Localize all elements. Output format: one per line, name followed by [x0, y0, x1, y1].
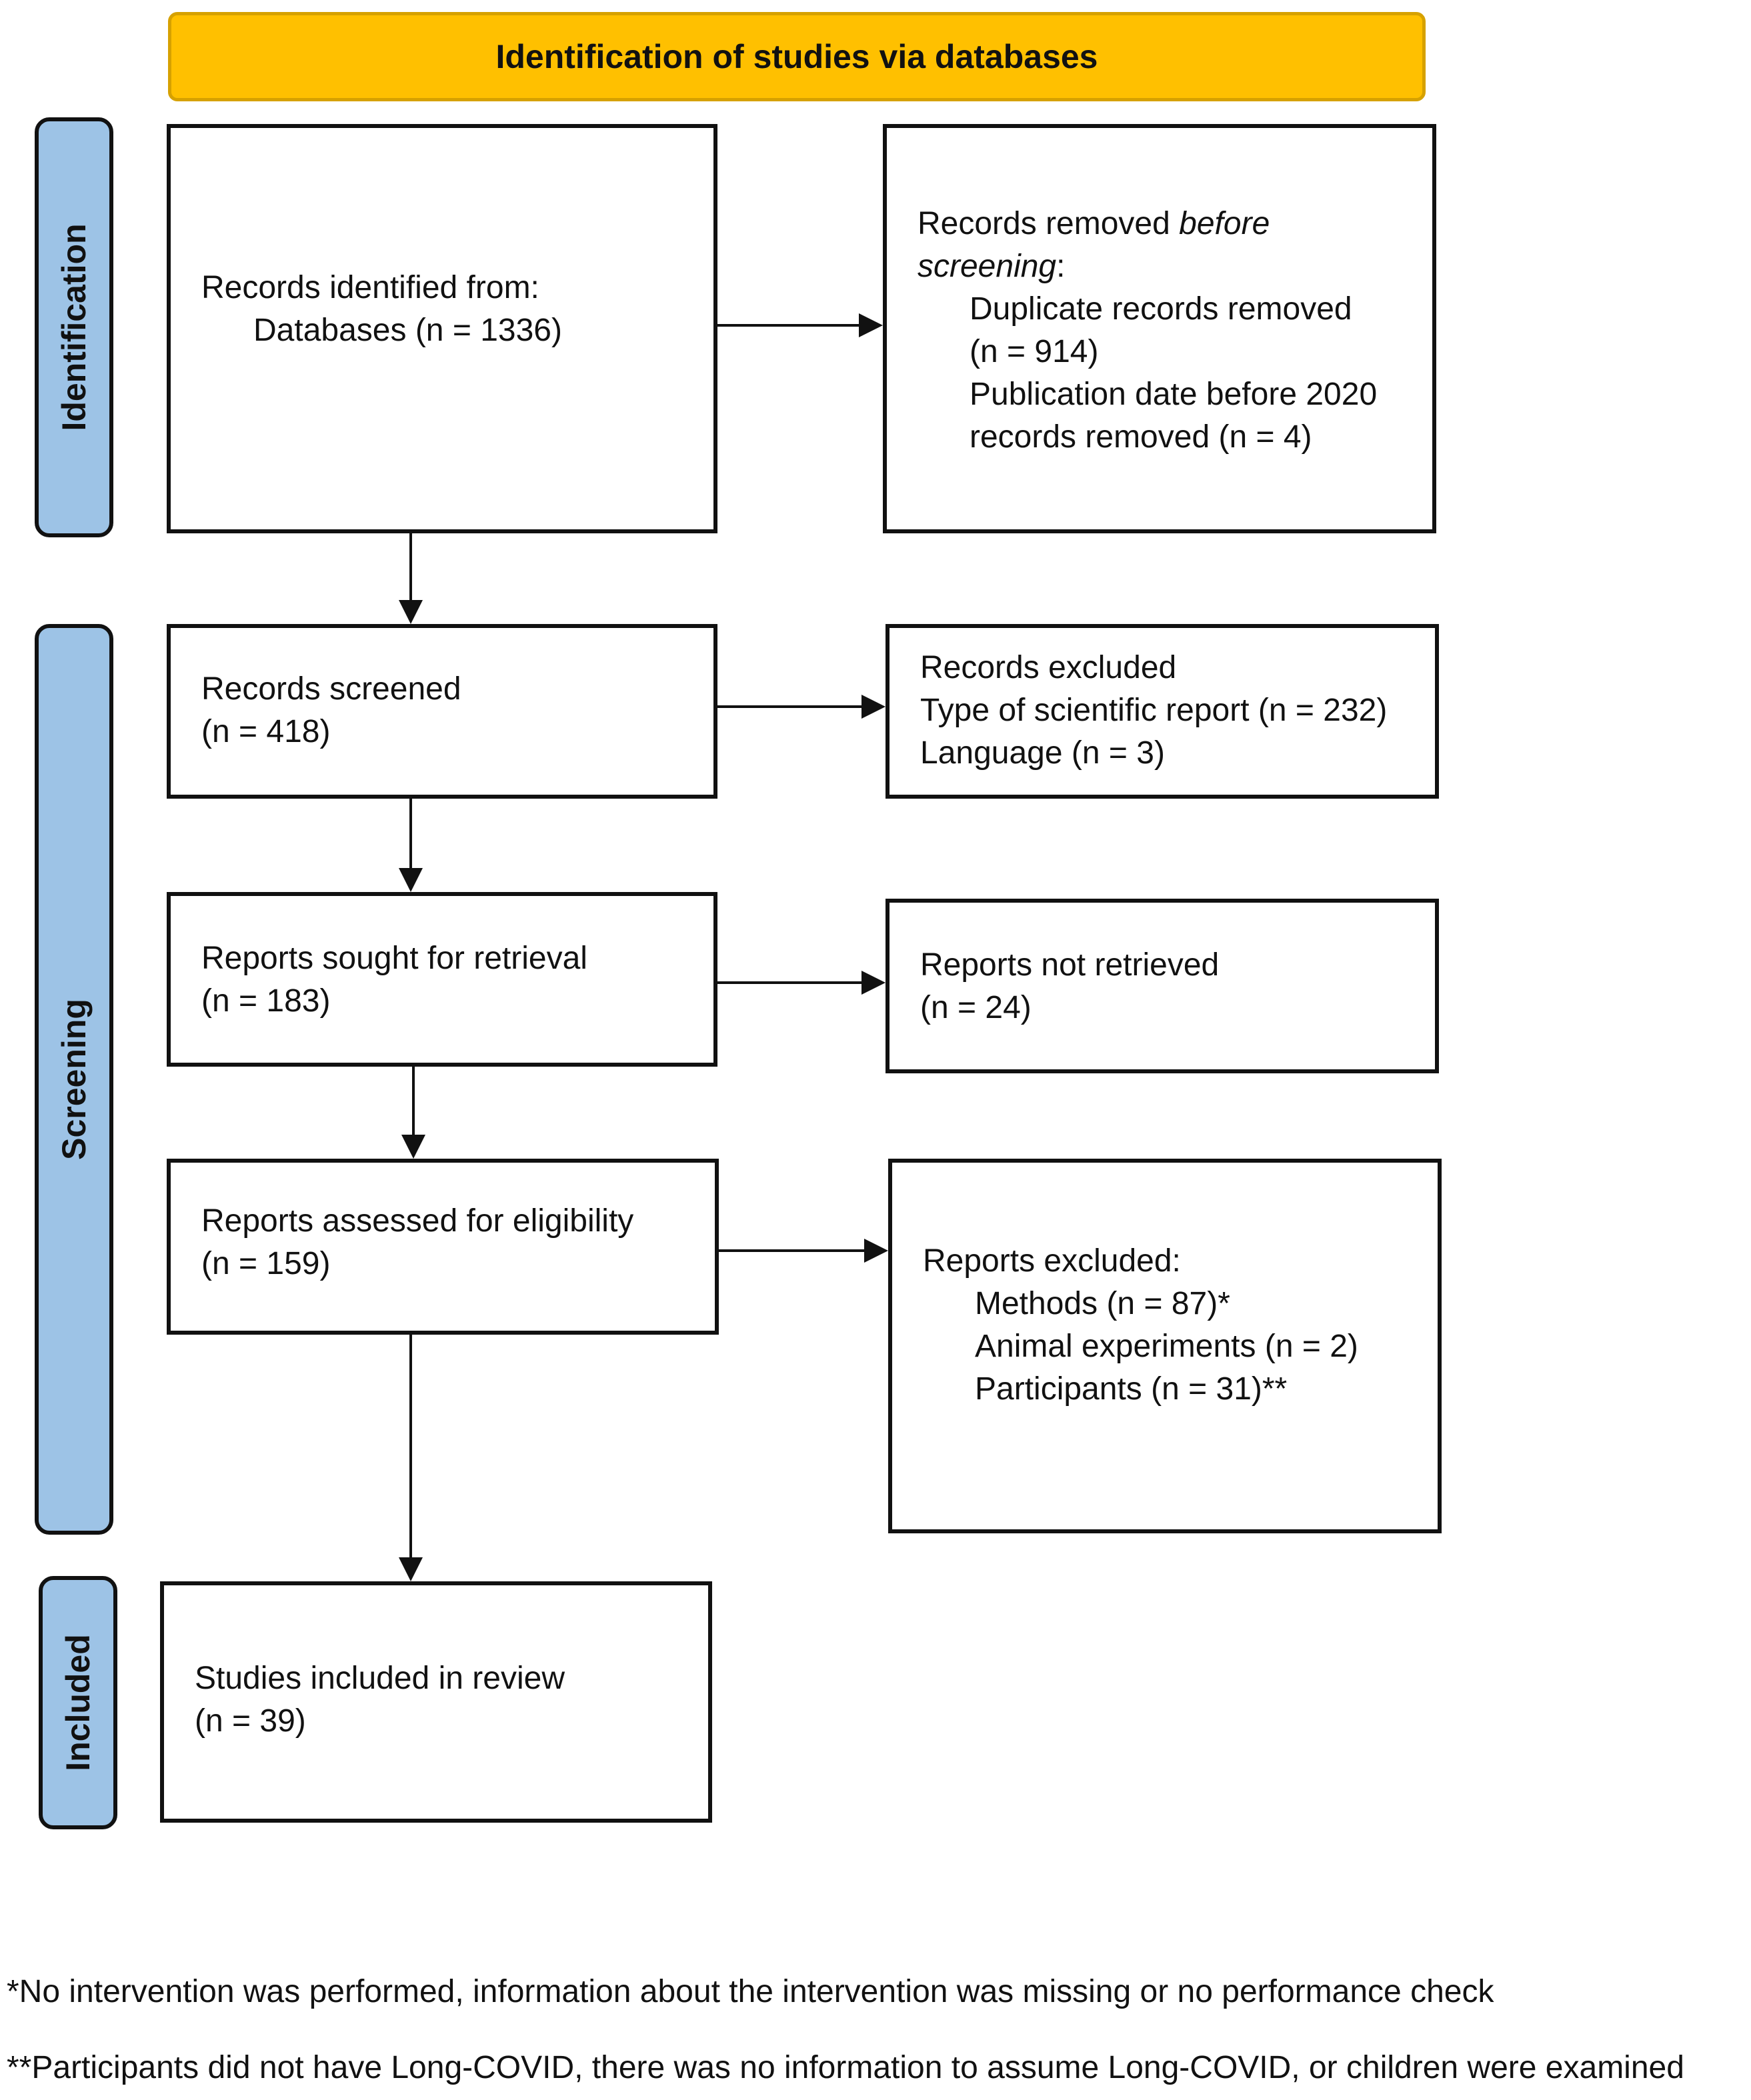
reports-assessed-box: Reports assessed for eligibility (n = 15…	[167, 1159, 719, 1335]
publication-date-label: Publication date before 2020	[970, 377, 1378, 412]
reports-not-retrieved-label: Reports not retrieved	[920, 947, 1220, 983]
duplicate-records-label: Duplicate records removed	[970, 291, 1352, 327]
reports-not-retrieved-box: Reports not retrieved (n = 24)	[886, 899, 1439, 1073]
records-removed-label-before: before	[1179, 206, 1270, 241]
studies-included-box: Studies included in review (n = 39)	[160, 1581, 712, 1823]
records-excluded-label: Records excluded	[920, 650, 1177, 685]
footnote-2: **Participants did not have Long-COVID, …	[7, 2050, 1684, 2085]
records-identified-label: Records identified from:	[201, 270, 539, 305]
header-banner: Identification of studies via databases	[168, 12, 1426, 101]
records-removed-box: Records removed before screening: Duplic…	[883, 124, 1436, 533]
duplicate-records-count: (n = 914)	[970, 334, 1099, 369]
studies-included-count: (n = 39)	[195, 1703, 306, 1739]
arrowhead-removed	[859, 313, 883, 337]
header-title: Identification of studies via databases	[495, 38, 1098, 75]
records-screened-box: Records screened (n = 418)	[167, 624, 717, 799]
reports-excluded-box: Reports excluded: Methods (n = 87)* Anim…	[888, 1159, 1442, 1533]
arrowhead-assessed	[401, 1135, 425, 1159]
arrowhead-sought	[399, 868, 423, 892]
records-identified-box: Records identified from: Databases (n = …	[167, 124, 717, 533]
reports-excluded-participants: Participants (n = 31)**	[975, 1371, 1288, 1407]
phase-screening: Screening	[35, 624, 113, 1535]
records-removed-label-a: Records removed	[918, 206, 1180, 241]
reports-sought-count: (n = 183)	[201, 983, 331, 1019]
records-removed-label-colon: :	[1056, 249, 1066, 284]
publication-date-count: records removed (n = 4)	[970, 419, 1312, 455]
reports-excluded-label: Reports excluded:	[923, 1243, 1181, 1279]
reports-excluded-animal: Animal experiments (n = 2)	[975, 1329, 1358, 1364]
reports-assessed-count: (n = 159)	[201, 1246, 331, 1281]
reports-sought-box: Reports sought for retrieval (n = 183)	[167, 892, 717, 1067]
records-screened-count: (n = 418)	[201, 714, 331, 749]
records-excluded-language: Language (n = 3)	[920, 735, 1165, 771]
arrowhead-not-retrieved	[861, 971, 886, 995]
records-screened-label: Records screened	[201, 671, 461, 707]
phase-identification: Identification	[35, 117, 113, 537]
reports-excluded-methods: Methods (n = 87)*	[975, 1286, 1230, 1321]
records-identified-count: Databases (n = 1336)	[253, 313, 562, 348]
arrowhead-screened	[399, 600, 423, 624]
reports-assessed-label: Reports assessed for eligibility	[201, 1203, 634, 1239]
footnote-1: *No intervention was performed, informat…	[7, 1974, 1494, 2009]
arrowhead-included	[399, 1557, 423, 1581]
records-excluded-type: Type of scientific report (n = 232)	[920, 693, 1388, 728]
reports-sought-label: Reports sought for retrieval	[201, 941, 587, 976]
phase-included: Included	[39, 1576, 117, 1829]
reports-not-retrieved-count: (n = 24)	[920, 990, 1032, 1025]
studies-included-label: Studies included in review	[195, 1661, 565, 1696]
records-removed-label-screening: screening	[918, 249, 1057, 284]
records-excluded-box: Records excluded Type of scientific repo…	[886, 624, 1439, 799]
arrowhead-reports-excluded	[864, 1239, 888, 1263]
arrowhead-excluded	[861, 695, 886, 719]
